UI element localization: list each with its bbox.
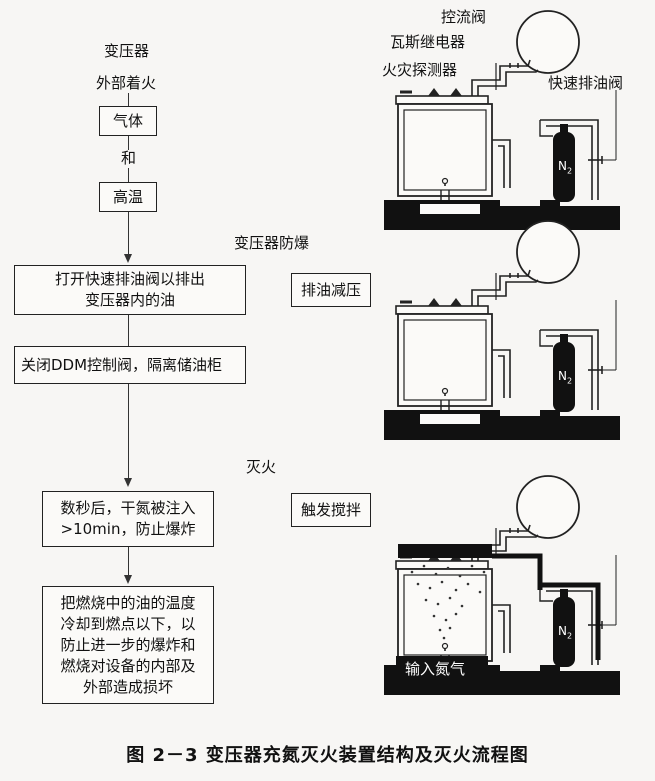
label-stage-fire: 灭火 [246,458,277,476]
flow-arrow-line [128,547,129,577]
flow-arrow-head [124,254,132,263]
box-close-ddm-valve: 关闭DDM控制阀，隔离储油柜 [14,346,246,384]
flow-connector [128,93,129,106]
label-input-nitrogen: 输入氮气 [405,660,466,678]
stage-drain-depressurize: 排油减压 [291,273,371,307]
label-transformer: 变压器 [104,42,150,60]
stage-trigger-stir: 触发搅拌 [291,493,371,527]
label-fast-drain-valve: 快速排油阀 [548,74,624,92]
label-stage-explosion: 变压器防爆 [234,234,310,252]
flow-connector [128,315,129,346]
n2-label: N2 [558,159,573,176]
label-and: 和 [121,149,137,167]
box-gas: 气体 [99,106,157,136]
label-gas-relay: 瓦斯继电器 [390,33,466,51]
label-control-valve: 控流阀 [441,8,487,26]
box-open-drain-valve: 打开快速排油阀以排出 变压器内的油 [14,265,246,315]
figure-caption: 图 2－3 变压器充氮灭火装置结构及灭火流程图 [126,745,529,766]
flow-arrow-head [124,478,132,487]
box-inject-nitrogen: 数秒后，干氮被注入 >10min，防止爆炸 [42,491,214,547]
flow-arrow-line [128,384,129,480]
n2-label: N2 [558,369,573,386]
box-heat: 高温 [99,182,157,212]
label-fire-detector: 火灾探测器 [382,61,458,79]
flow-arrow-line [128,212,129,256]
flow-arrow-head [124,575,132,584]
box-cool-oil: 把燃烧中的油的温度 冷却到燃点以下，以 防止进一步的爆炸和 燃烧对设备的内部及 … [42,586,214,704]
label-external-fire: 外部着火 [96,74,157,92]
n2-label: N2 [558,624,573,641]
flow-connector [128,136,129,150]
flow-connector [128,168,129,182]
